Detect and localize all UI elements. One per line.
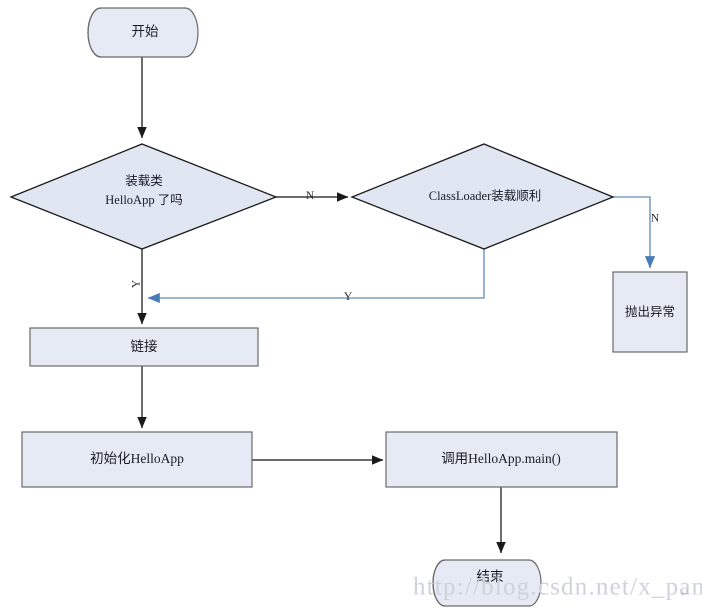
edge-label-classloader-no: N bbox=[651, 213, 660, 225]
node-start[interactable]: 开始 bbox=[87, 7, 199, 58]
watermark: http://blog.csdn.net/x_panda ↵ bbox=[413, 574, 702, 601]
node-init-helloapp-label: 初始化HelloApp bbox=[90, 450, 184, 466]
node-link[interactable]: 链接 bbox=[29, 327, 259, 367]
node-throw-exception-label: 抛出异常 bbox=[625, 304, 675, 319]
edge-label-loaded-yes: Y bbox=[131, 279, 143, 288]
connector-loaded-no-to-classloader: N bbox=[276, 190, 349, 202]
node-throw-exception[interactable]: 抛出异常 bbox=[612, 271, 688, 353]
watermark-pilcrow-icon: ↵ bbox=[679, 585, 690, 600]
edge-label-classloader-yes: Y bbox=[344, 291, 353, 303]
node-call-main[interactable]: 调用HelloApp.main() bbox=[385, 431, 618, 488]
connector-loaded-yes-to-link: Y bbox=[131, 249, 147, 325]
node-start-label: 开始 bbox=[132, 24, 159, 39]
edge-label-loaded-no: N bbox=[306, 190, 315, 202]
node-call-main-label: 调用HelloApp.main() bbox=[441, 451, 561, 466]
connector-classloader-yes-feedback: Y bbox=[147, 249, 485, 303]
node-end-label: 结束 bbox=[477, 569, 504, 584]
node-decision-classloader-ok[interactable]: ClassLoader装载顺利 bbox=[350, 143, 615, 250]
node-decision-class-loaded[interactable]: 装载类 HelloApp 了吗 bbox=[9, 143, 278, 250]
node-link-label: 链接 bbox=[131, 338, 158, 354]
node-decision-class-loaded-label-line2: HelloApp 了吗 bbox=[105, 193, 182, 207]
node-decision-class-loaded-label-line1: 装载类 bbox=[125, 174, 163, 188]
node-end[interactable]: 结束 bbox=[432, 559, 542, 607]
watermark-url: http://blog.csdn.net/x_panda bbox=[413, 574, 702, 601]
connector-classloader-no-to-exception: N bbox=[613, 196, 660, 269]
node-init-helloapp[interactable]: 初始化HelloApp bbox=[21, 431, 253, 488]
node-decision-classloader-ok-label: ClassLoader装载顺利 bbox=[429, 189, 541, 203]
